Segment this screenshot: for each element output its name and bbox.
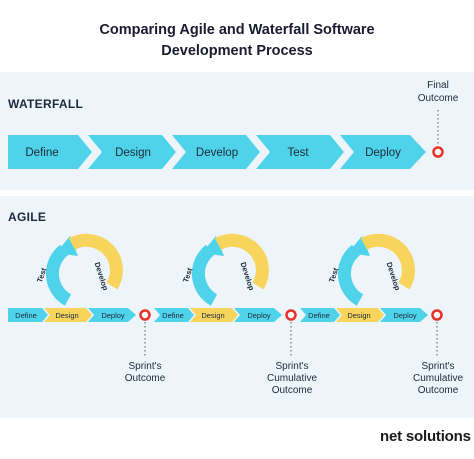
final-outcome-line-2: Outcome (417, 93, 459, 104)
cycle-test-arc (191, 244, 218, 306)
waterfall-label: WATERFALL (8, 97, 84, 111)
title-line-1: Comparing Agile and Waterfall Software (99, 22, 375, 38)
agile-step-deploy: Deploy (247, 311, 271, 320)
title-line-2: Development Process (161, 43, 313, 59)
waterfall-step-deploy-shape (340, 135, 426, 169)
agile-sprint-2: Test Develop Define Design Deploy (154, 233, 297, 357)
agile-step-define: Define (162, 311, 184, 320)
agile-step-deploy: Deploy (393, 311, 417, 320)
sprint-2-outcome-label: Sprint's Cumulative Outcome (252, 361, 332, 397)
cycle-develop-label: Develop (239, 261, 257, 292)
agile-step-design: Design (201, 311, 224, 320)
sprint-1-outcome-label: Sprint's Outcome (105, 361, 185, 385)
cycle-develop-label: Develop (385, 261, 403, 292)
agile-sprint-1: Test Develop Define Design Deploy (8, 233, 151, 357)
agile-step-design: Design (55, 311, 78, 320)
final-outcome-marker (432, 146, 444, 158)
cycle-test-arrowhead (202, 236, 224, 256)
agile-define-shape (8, 308, 48, 322)
waterfall-step-define-shape (8, 135, 92, 169)
agile-sprint-3: Test Develop Define Design Deploy (300, 233, 443, 357)
waterfall-step-define: Define (25, 147, 58, 159)
waterfall-step-deploy: Deploy (365, 147, 401, 159)
agile-step-define: Define (308, 311, 330, 320)
agile-design-shape (336, 308, 384, 322)
cycle-develop-arc (68, 233, 123, 290)
agile-step-define: Define (15, 311, 37, 320)
agile-label: AGILE (8, 210, 47, 224)
waterfall-step-develop-shape (172, 135, 260, 169)
agile-define-shape (154, 308, 194, 322)
sprint-1-outcome-line-2: Outcome (124, 373, 166, 384)
final-outcome-line-1: Final (427, 80, 449, 91)
brand-logo: net solutions (380, 428, 471, 445)
sprint-3-outcome-line-2: Cumulative (412, 373, 464, 384)
cycle-develop-arc (360, 233, 415, 290)
cycle-test-arrowhead (56, 236, 78, 256)
sprint-3-outcome-line-1: Sprint's (421, 361, 455, 372)
sprint-1-outcome-line-1: Sprint's (128, 361, 162, 372)
cycle-test-arc (45, 244, 72, 306)
waterfall-step-test-shape (256, 135, 344, 169)
sprint-2-outcome-line-2: Cumulative (266, 373, 318, 384)
waterfall-band (0, 72, 474, 190)
final-outcome-label: Final Outcome (410, 79, 466, 105)
agile-deploy-shape (234, 308, 282, 322)
sprint-3-outcome-label: Sprint's Cumulative Outcome (398, 361, 474, 397)
sprint-2-outcome-line-3: Outcome (271, 385, 313, 396)
sprint-2-outcome-line-1: Sprint's (275, 361, 309, 372)
waterfall-step-develop: Develop (196, 147, 238, 159)
agile-step-design: Design (347, 311, 370, 320)
agile-define-shape (300, 308, 340, 322)
cycle-test-arc (337, 244, 364, 306)
agile-deploy-shape (380, 308, 428, 322)
agile-deploy-shape (88, 308, 136, 322)
waterfall-step-design: Design (115, 147, 151, 159)
cycle-develop-arc (214, 233, 269, 290)
agile-band (0, 196, 474, 418)
cycle-develop-label: Develop (93, 261, 111, 292)
agile-design-shape (190, 308, 238, 322)
sprint-3-outcome-line-3: Outcome (417, 385, 459, 396)
agile-design-shape (44, 308, 92, 322)
page-title: Comparing Agile and Waterfall Software D… (0, 20, 474, 62)
sprint-1-outcome-marker (139, 309, 151, 321)
cycle-test-arrowhead (348, 236, 370, 256)
sprint-2-outcome-marker (285, 309, 297, 321)
waterfall-step-test: Test (287, 147, 309, 159)
agile-step-deploy: Deploy (101, 311, 125, 320)
waterfall-step-design-shape (88, 135, 176, 169)
waterfall-flow: Define Design Develop Test Deploy (8, 110, 444, 169)
sprint-3-outcome-marker (431, 309, 443, 321)
